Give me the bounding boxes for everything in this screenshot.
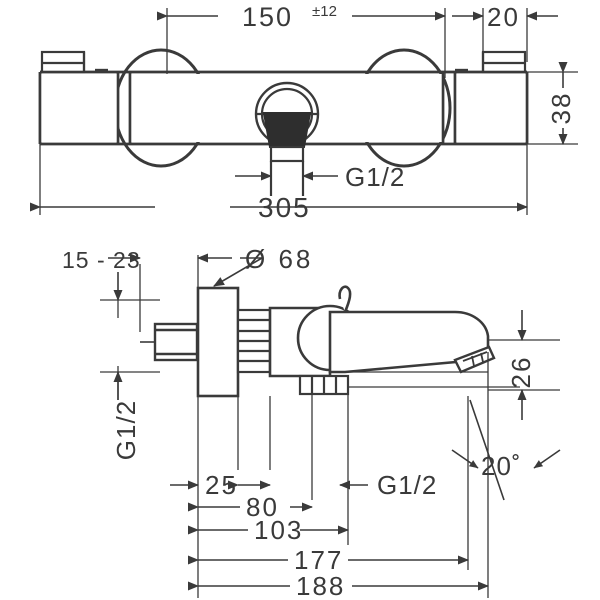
label-103: 103 (254, 515, 303, 545)
label-305: 305 (258, 192, 311, 223)
label-g12-inlet: G1/2 (111, 400, 141, 460)
spout-outlet-front (254, 81, 320, 196)
spout-tube (328, 310, 496, 374)
dim-diam-68 (197, 253, 263, 287)
bottom-outlet-block (298, 374, 350, 396)
label-26: 26 (506, 356, 536, 389)
side-section-geometry (117, 255, 520, 598)
dim-20-deg (451, 399, 561, 501)
label-20-deg: 20˚ (481, 451, 522, 481)
label-20: 20 (487, 2, 520, 32)
label-diam-68: Ø 68 (245, 244, 313, 274)
side-view-dimensions (100, 253, 561, 591)
label-g12-bottom: G1/2 (377, 470, 437, 500)
label-80: 80 (246, 492, 279, 522)
label-25: 25 (205, 470, 238, 500)
extension-lines-top (166, 8, 528, 78)
splined-nipple (236, 308, 272, 374)
label-150: 150 (242, 2, 293, 32)
label-tolerance-12: ±12 (312, 3, 337, 20)
label-177: 177 (294, 545, 343, 575)
label-15-23: 15 - 23 (62, 247, 141, 273)
label-38: 38 (546, 92, 576, 125)
inlet-ref-lines (100, 299, 160, 373)
label-g12-outlet: G1/2 (345, 162, 405, 192)
right-end-cap (481, 50, 527, 74)
dim-38-ext (527, 71, 578, 145)
dimension-labels: 150 ±12 20 38 G1/2 305 15 - 23 Ø 68 G1/2… (62, 2, 576, 600)
left-end-cap (40, 50, 86, 74)
profile-detail-lines (330, 371, 520, 388)
inlet-connector (140, 322, 199, 362)
front-elevation-geometry (38, 8, 529, 215)
label-188: 188 (296, 571, 345, 600)
top-view-dimensions (30, 11, 578, 212)
escutcheon-flange (196, 286, 240, 398)
